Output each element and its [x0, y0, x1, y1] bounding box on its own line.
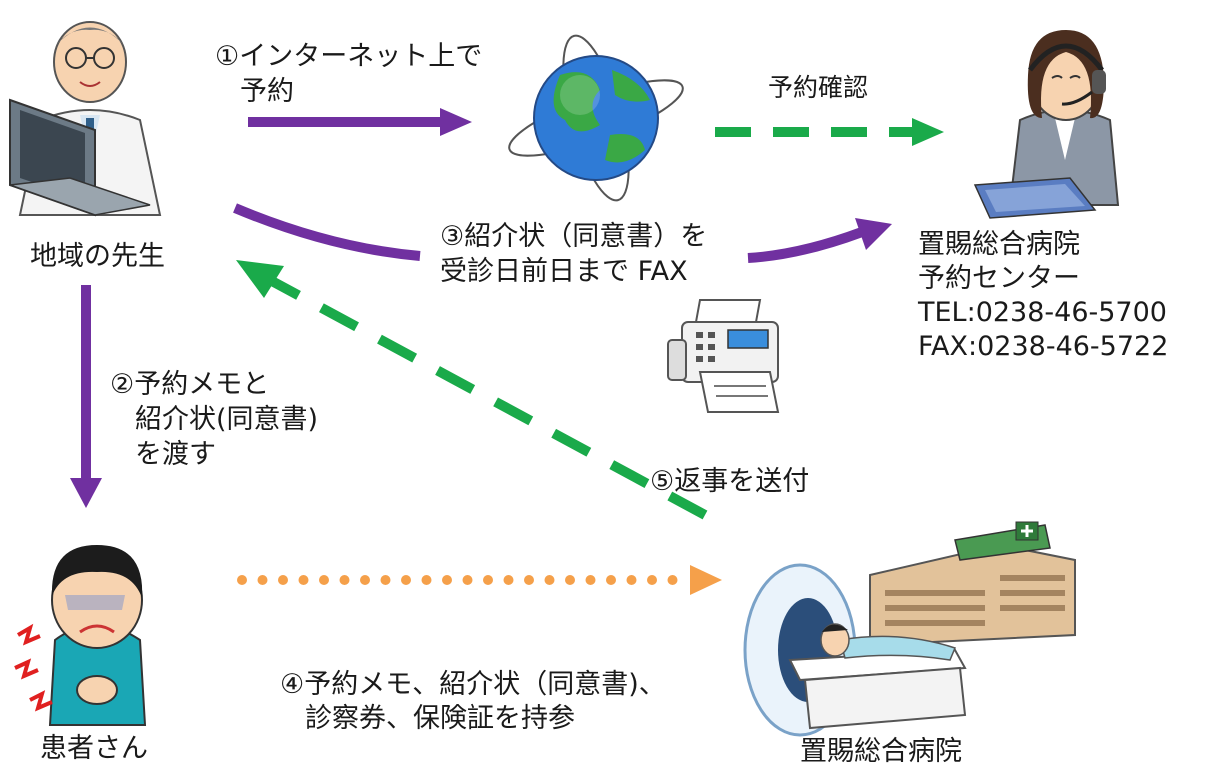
step5-label: ⑤返事を送付: [650, 466, 810, 497]
dot: [606, 575, 616, 585]
dot: [421, 575, 432, 585]
dot: [462, 575, 473, 585]
patient-label: 患者さん: [40, 733, 148, 764]
dot: [565, 575, 575, 585]
dot: [442, 575, 452, 585]
center-fax: FAX:0238-46-5722: [918, 331, 1169, 362]
step4-label-line1: ④予約メモ、紹介状（同意書)、: [280, 669, 666, 700]
dot: [360, 575, 370, 585]
dot: [237, 575, 247, 585]
hospital-mri-icon: [743, 521, 1076, 737]
step2-label-line2: 紹介状(同意書): [135, 404, 319, 435]
dot: [667, 575, 678, 585]
confirm-label: 予約確認: [768, 73, 869, 102]
doctor-label: 地域の先生: [30, 241, 165, 272]
step2-label-line3: を渡す: [135, 439, 216, 470]
hospital-label: 置賜総合病院: [800, 736, 962, 767]
step1-label-line1: ①インターネット上で: [215, 41, 483, 72]
center-name: 置賜総合病院: [918, 229, 1080, 260]
step3-label-line2: 受診日前日まで FAX: [440, 256, 688, 287]
step2-label-line1: ②予約メモと: [110, 369, 270, 400]
center-unit: 予約センター: [918, 263, 1080, 294]
operator-icon: [973, 30, 1120, 219]
dot: [524, 575, 534, 585]
dot: [401, 575, 411, 585]
dot: [319, 575, 329, 585]
dot: [278, 575, 288, 585]
dot: [503, 575, 514, 585]
globe-icon: [508, 34, 684, 202]
center-tel: TEL:0238-46-5700: [918, 297, 1167, 328]
dot: [585, 575, 596, 585]
arrow-step5: [267, 275, 708, 520]
step3-label-line1: ③紹介状（同意書）を: [440, 221, 708, 252]
patient-icon: [14, 545, 147, 726]
dot: [626, 575, 637, 585]
arrow-step3-left: [233, 203, 421, 261]
dot: [339, 575, 350, 585]
dot: [257, 575, 268, 585]
dot: [483, 575, 493, 585]
arrow-step3-right: [747, 227, 864, 263]
step4-label-line2: 診察券、保険証を持参: [305, 703, 575, 734]
dot: [298, 575, 309, 585]
dot: [647, 575, 657, 585]
step1-label-line2: 予約: [240, 76, 294, 107]
fax-machine-icon: [667, 299, 780, 413]
arrow-step4: [237, 575, 678, 585]
dot: [544, 575, 555, 585]
dot: [380, 575, 391, 585]
doctor-icon: [9, 21, 162, 217]
